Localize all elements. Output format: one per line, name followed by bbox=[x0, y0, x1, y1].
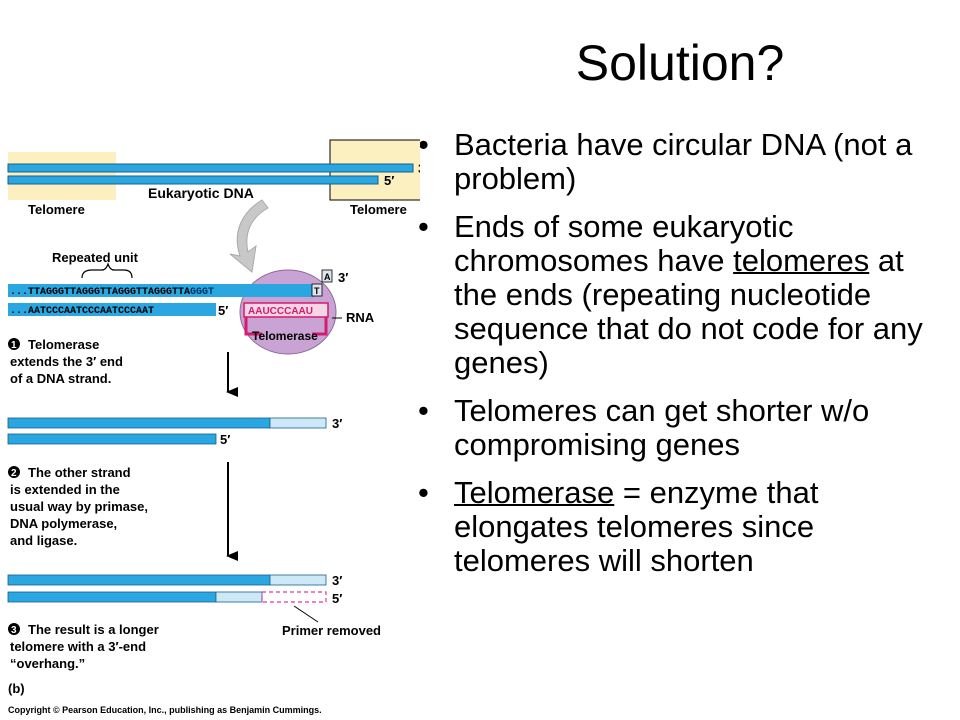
s2-top-extension bbox=[269, 574, 327, 586]
step-2-text: The other strand is extended in the usua… bbox=[10, 465, 152, 548]
rna-sequence: AAUCCCAAU bbox=[248, 306, 313, 317]
slide-title: Solution? bbox=[575, 35, 785, 91]
bottom-sequence-strand bbox=[8, 303, 216, 316]
bottom-sequence: ...AATCCCAATCCCAATCCCAAT bbox=[10, 306, 154, 317]
s2-bottom-extension bbox=[215, 591, 263, 603]
seq-3prime-label: 3′ bbox=[338, 270, 348, 285]
step-2-number-badge bbox=[8, 466, 20, 478]
top-5prime-label: 5′ bbox=[384, 173, 394, 188]
repeated-unit-brace bbox=[81, 262, 133, 279]
term-telomerase: Telomerase bbox=[454, 475, 615, 510]
step-3-number: 3 bbox=[11, 625, 17, 636]
dna-bottom-strand bbox=[7, 175, 379, 185]
s1-bottom-strand bbox=[7, 433, 217, 445]
bullet-list: • Bacteria have circular DNA (not a prob… bbox=[418, 128, 954, 592]
bullet-dot: • bbox=[418, 475, 429, 510]
rna-label: RNA bbox=[346, 310, 375, 325]
bullet-text: at the ends (repeating nucleotide sequen… bbox=[454, 243, 923, 380]
right-telomere-label: Telomere bbox=[350, 202, 407, 217]
telomerase-diagram: 3′ 5′ Eukaryotic DNA Telomere Telomere R… bbox=[7, 139, 420, 715]
s1-top-strand bbox=[7, 417, 271, 429]
primer-removed-label: Primer removed bbox=[282, 623, 381, 638]
bullet-text: Bacteria have circular DNA (not a proble… bbox=[454, 127, 913, 196]
bullet-item: • Ends of some eukaryotic chromosomes ha… bbox=[418, 210, 954, 380]
s1-top-extension bbox=[269, 417, 327, 429]
primer-pointer bbox=[293, 605, 319, 623]
s2-top-strand bbox=[7, 574, 271, 586]
top-sequence: ...TTAGGGTTAGGGTTAGGGTTAGGGTTAGGGT bbox=[10, 287, 214, 298]
s2-5prime-label: 5′ bbox=[332, 591, 342, 606]
zoom-arrow-icon bbox=[229, 199, 269, 273]
s2-bottom-strand bbox=[7, 591, 217, 603]
seq-5prime-label: 5′ bbox=[218, 303, 228, 318]
step-2-number: 2 bbox=[11, 468, 17, 479]
bullet-dot: • bbox=[418, 209, 429, 244]
rna-tail-left bbox=[244, 317, 262, 336]
step-1-number: 1 bbox=[11, 340, 17, 351]
top-3prime-label: 3′ bbox=[418, 161, 420, 176]
panel-label: (b) bbox=[8, 681, 25, 696]
nucleotide-t-box bbox=[311, 283, 323, 297]
s1-3prime-label: 3′ bbox=[332, 416, 342, 431]
telomerase-label: Telomerase bbox=[252, 329, 318, 343]
bullet-text: = enzyme that elongates telomeres since … bbox=[454, 475, 819, 578]
bullet-dot: • bbox=[418, 127, 429, 162]
eukaryotic-dna-label: Eukaryotic DNA bbox=[148, 185, 254, 201]
top-sequence-strand bbox=[8, 284, 314, 297]
step-1-number-badge bbox=[8, 338, 20, 350]
bullet-text: Telomeres can get shorter w/o compromisi… bbox=[454, 393, 870, 462]
s1-5prime-label: 5′ bbox=[220, 432, 230, 447]
dna-top-strand bbox=[7, 163, 414, 173]
rna-tail-right bbox=[312, 317, 328, 336]
left-telomere-label: Telomere bbox=[28, 202, 85, 217]
step-3-text: The result is a longer telomere with a 3… bbox=[10, 622, 162, 671]
nucleotide-t-label: T bbox=[314, 286, 320, 296]
step-1-text: Telomerase extends the 3′ end of a DNA s… bbox=[10, 337, 127, 386]
primer-removed-gap bbox=[261, 591, 327, 603]
bullet-item: • Telomeres can get shorter w/o compromi… bbox=[418, 394, 954, 462]
bullet-item: • Bacteria have circular DNA (not a prob… bbox=[418, 128, 954, 196]
bullet-text: Ends of some eukaryotic chromosomes have bbox=[454, 209, 794, 278]
nucleotide-a-label: A bbox=[324, 272, 331, 282]
step-3-number-badge bbox=[8, 623, 20, 635]
repeated-unit-label: Repeated unit bbox=[52, 250, 139, 265]
nucleotide-a-box bbox=[321, 269, 333, 283]
s2-3prime-label: 3′ bbox=[332, 573, 342, 588]
term-telomeres: telomeres bbox=[733, 243, 870, 278]
copyright-notice: Copyright © Pearson Education, Inc., pub… bbox=[8, 705, 322, 715]
bullet-item: • Telomerase = enzyme that elongates tel… bbox=[418, 476, 954, 578]
rna-template bbox=[243, 302, 329, 318]
bullet-dot: • bbox=[418, 393, 429, 428]
